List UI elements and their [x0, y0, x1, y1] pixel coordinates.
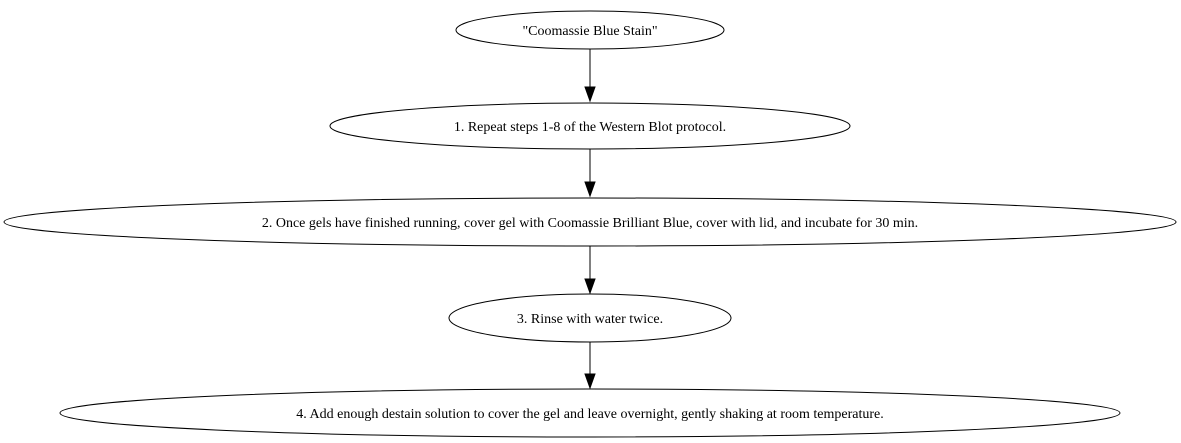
node-step2-label: 2. Once gels have finished running, cove…: [262, 216, 918, 231]
node-title: "Coomassie Blue Stain": [455, 10, 725, 50]
edge-title-to-step1: [584, 49, 596, 103]
node-step3-label: 3. Rinse with water twice.: [517, 312, 663, 327]
node-title-label: "Coomassie Blue Stain": [522, 24, 657, 39]
node-step1-label: 1. Repeat steps 1-8 of the Western Blot …: [454, 120, 726, 135]
node-step3: 3. Rinse with water twice.: [448, 293, 732, 343]
node-step2: 2. Once gels have finished running, cove…: [3, 197, 1177, 247]
node-step1: 1. Repeat steps 1-8 of the Western Blot …: [329, 102, 851, 150]
node-step4-label: 4. Add enough destain solution to cover …: [296, 407, 883, 422]
node-step4: 4. Add enough destain solution to cover …: [59, 388, 1121, 438]
edge-step3-to-step4: [584, 342, 596, 390]
edge-step2-to-step3: [584, 246, 596, 295]
edge-step1-to-step2: [584, 149, 596, 198]
